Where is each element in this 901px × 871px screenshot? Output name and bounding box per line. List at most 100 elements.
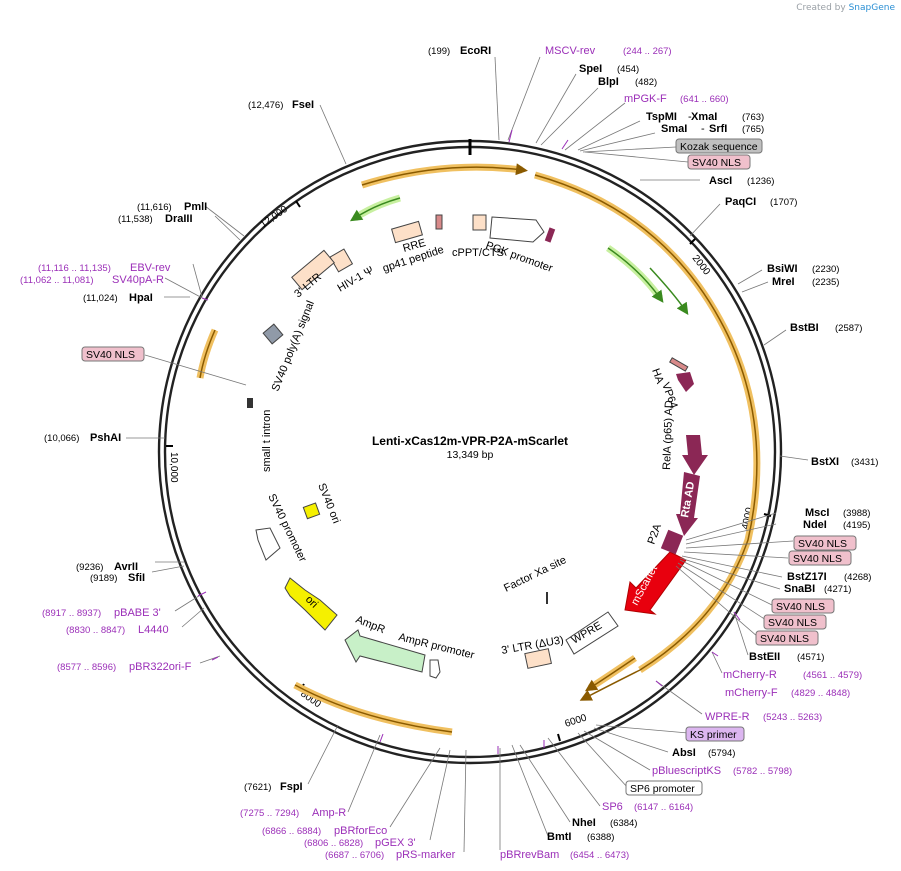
primer-mpgk-f: mPGK-F: [624, 93, 667, 105]
boxed-labels: Kozak sequence SV40 NLS SV40 NLS SV40 NL…: [81, 138, 857, 796]
green-arc-right-1: [607, 247, 664, 303]
svg-text:(11,116 .. 11,135): (11,116 .. 11,135): [38, 263, 111, 274]
primer-amp-r: Amp-R: [312, 807, 346, 819]
svg-text:XmaI: XmaI: [691, 111, 717, 123]
orf-arc-top: [360, 163, 523, 189]
site-pmli: PmlI: [184, 201, 207, 213]
box-sv40nls-5: SV40 NLS: [776, 601, 825, 613]
svg-text:(244 .. 267): (244 .. 267): [623, 46, 672, 57]
sv40prom-shape: [255, 527, 281, 561]
gp41-shape: [435, 214, 443, 230]
svg-text:(7275 .. 7294): (7275 .. 7294): [240, 808, 299, 819]
box-ks-primer: KS primer: [690, 729, 737, 741]
box-kozak: Kozak sequence: [680, 141, 758, 153]
rela-label: RelA (p65) AD: [661, 400, 675, 470]
svg-text:(11,024): (11,024): [83, 293, 118, 304]
site-msci: MscI: [805, 507, 829, 519]
mscarlet-shape: [624, 551, 687, 615]
plasmid-size: 13,349 bp: [447, 449, 494, 461]
svg-text:(1707): (1707): [770, 197, 797, 208]
primer-mcherry-r: mCherry-R: [723, 669, 777, 681]
factorxa-label: Factor Xa site: [502, 554, 568, 595]
box-sv40nls-1: SV40 NLS: [692, 157, 741, 169]
svg-text:(5782 .. 5798): (5782 .. 5798): [733, 766, 792, 777]
site-bstbi: BstBI: [790, 322, 819, 334]
svg-text:(4829 .. 4848): (4829 .. 4848): [791, 688, 850, 699]
site-smai: SmaI: [661, 123, 687, 135]
svg-text:(11,538): (11,538): [118, 214, 153, 225]
p2a-shape: [660, 529, 684, 555]
cppt-label: cPPT/CTS: [452, 247, 504, 259]
vp64-shape: [676, 372, 694, 392]
green-arc-right-2: [649, 267, 689, 315]
box-sv40nls-2: SV40 NLS: [86, 349, 135, 361]
ha-shape: [669, 357, 689, 372]
sv40pa-label: SV40 poly(A) signal: [270, 299, 317, 393]
intron-label: small t intron: [261, 410, 273, 472]
primers: MSCV-rev(244 .. 267) mPGK-F(641 .. 660) …: [20, 45, 862, 861]
site-bmti: BmtI: [547, 831, 571, 843]
primer-mcherry-f: mCherry-F: [725, 687, 778, 699]
svg-text:(4571): (4571): [797, 652, 824, 663]
svg-text:(6147 .. 6164): (6147 .. 6164): [634, 802, 693, 813]
site-pshai: PshAI: [90, 432, 121, 444]
site-fspi: FspI: [280, 781, 303, 793]
box-sp6-promoter: SP6 promoter: [630, 783, 695, 795]
svg-text:10,000: 10,000: [168, 452, 179, 483]
site-spei: SpeI: [579, 63, 602, 75]
site-draiii: DraIII: [165, 213, 193, 225]
svg-text:(482): (482): [635, 77, 657, 88]
svg-text:(454): (454): [617, 64, 639, 75]
ampr-shape: [344, 629, 426, 673]
svg-text:(5794): (5794): [708, 748, 735, 759]
tick-10000: 10,000: [166, 445, 179, 483]
box-sv40nls-7: SV40 NLS: [760, 633, 809, 645]
primer-wpre-r: WPRE-R: [705, 711, 750, 723]
intron-shape: [247, 398, 253, 408]
svg-text:(4195): (4195): [843, 520, 870, 531]
svg-text:(6806 .. 6828): (6806 .. 6828): [304, 838, 363, 849]
svg-text:(4561 .. 4579): (4561 .. 4579): [803, 670, 862, 681]
svg-text:(12,476): (12,476): [248, 100, 283, 111]
primer-leaders: [197, 129, 741, 754]
primer-sp6: SP6: [602, 801, 623, 813]
svg-text:(8917 .. 8937): (8917 .. 8937): [42, 608, 101, 619]
svg-text:(9189): (9189): [90, 573, 117, 584]
tick-6000: 6000: [557, 712, 589, 742]
site-ecori: EcoRI: [460, 45, 491, 57]
svg-text:(6454 .. 6473): (6454 .. 6473): [570, 850, 629, 861]
box-sv40nls-3: SV40 NLS: [798, 538, 847, 550]
sv40ori-label: SV40 ori: [315, 482, 342, 526]
primer-prs-marker: pRS-marker: [396, 849, 456, 861]
p2a-label: P2A: [646, 522, 665, 546]
svg-text:12,000: 12,000: [258, 204, 290, 231]
svg-text:(2587): (2587): [835, 323, 862, 334]
svg-text:(7621): (7621): [244, 782, 271, 793]
site-mrei: MreI: [772, 276, 795, 288]
ltr5-shape: [291, 249, 335, 291]
svg-text:-: -: [688, 111, 692, 123]
site-hpai: HpaI: [129, 292, 153, 304]
svg-text:(5243 .. 5263): (5243 .. 5263): [763, 712, 822, 723]
sv40pa-shape: [262, 323, 284, 345]
primer-sv40pa-r: SV40pA-R: [112, 274, 164, 286]
cppt-shape: [472, 214, 487, 231]
box-sv40nls-6: SV40 NLS: [768, 617, 817, 629]
svg-text:SrfI: SrfI: [709, 123, 727, 135]
ltr3-shape: [524, 648, 552, 669]
svg-text:(4271): (4271): [824, 584, 851, 595]
svg-text:(6384): (6384): [610, 818, 637, 829]
box-sv40nls-4: SV40 NLS: [793, 553, 842, 565]
site-nhei: NheI: [572, 817, 596, 829]
site-bstz17i: BstZ17I: [787, 571, 827, 583]
hiv-psi-shape: [329, 248, 354, 273]
pgk-promoter-shape: [489, 216, 545, 243]
rela-shape: [682, 435, 708, 475]
svg-text:(3431): (3431): [851, 457, 878, 468]
leader-lines: [126, 56, 809, 853]
site-absi: AbsI: [672, 747, 696, 759]
snapgene-credit[interactable]: Created by SnapGene: [796, 3, 895, 13]
